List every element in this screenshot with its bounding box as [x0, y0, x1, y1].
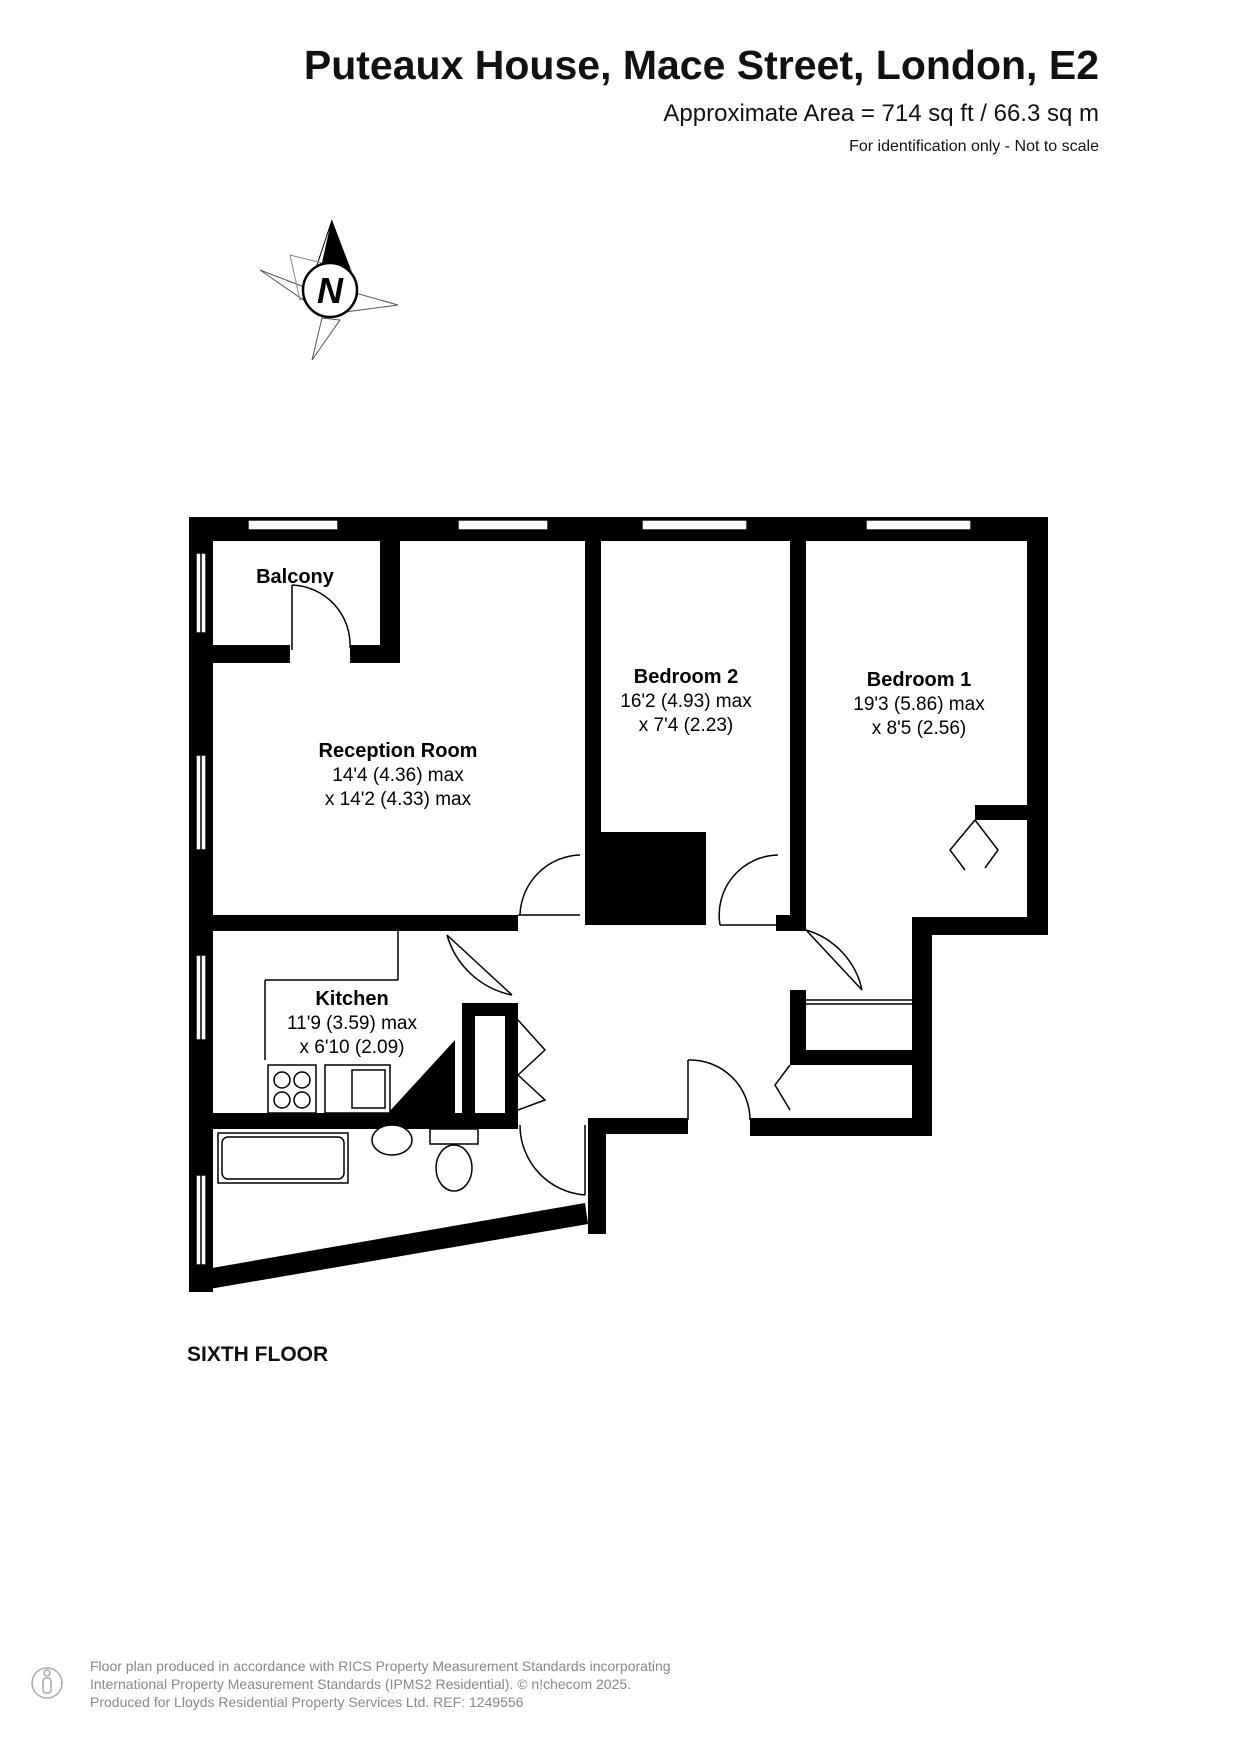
- compass-north-icon: N: [259, 219, 399, 361]
- windows: [195, 519, 972, 1266]
- bedroom-2-dim2: x 7'4 (2.23): [639, 715, 733, 736]
- bath-icon: [217, 1132, 349, 1184]
- reception-room-label: Reception Room: [319, 740, 478, 762]
- reception-room-dim1: 14'4 (4.36) max: [332, 765, 464, 786]
- footer-line-2: International Property Measurement Stand…: [90, 1676, 632, 1692]
- property-title: Puteaux House, Mace Street, London, E2: [303, 42, 1099, 88]
- bedroom-1-dim1: 19'3 (5.86) max: [853, 694, 985, 715]
- kitchen-fixtures: [264, 931, 399, 1114]
- approximate-area: Approximate Area = 714 sq ft / 66.3 sq m: [663, 100, 1099, 127]
- kitchen-label: Kitchen: [315, 988, 388, 1010]
- bedroom-2-label: Bedroom 2: [634, 666, 738, 688]
- reception-room-dim2: x 14'2 (4.33) max: [325, 789, 472, 810]
- kitchen-dim1: 11'9 (3.59) max: [287, 1013, 418, 1034]
- kitchen-sink-icon: [324, 1064, 391, 1114]
- scale-note: For identification only - Not to scale: [849, 138, 1099, 155]
- toilet-cistern-icon: [429, 1128, 479, 1145]
- compass-label: N: [317, 270, 344, 311]
- bedroom-1-label: Bedroom 1: [867, 669, 971, 691]
- footer-text: Floor plan produced in accordance with R…: [90, 1657, 671, 1711]
- kitchen-dim2: x 6'10 (2.09): [299, 1037, 404, 1058]
- bedroom-2-dim1: 16'2 (4.93) max: [620, 691, 752, 712]
- person-icon: [31, 1667, 63, 1699]
- doors: [291, 584, 999, 1196]
- floor-label: SIXTH FLOOR: [187, 1343, 329, 1366]
- bedroom-1-dim2: x 8'5 (2.56): [872, 718, 966, 739]
- bathroom-fixtures: [217, 1124, 479, 1192]
- balcony-label: Balcony: [256, 566, 335, 588]
- footer-line-1: Floor plan produced in accordance with R…: [90, 1658, 671, 1674]
- basin-icon: [371, 1124, 413, 1156]
- toilet-icon: [435, 1144, 473, 1192]
- hob-icon: [267, 1064, 317, 1114]
- footer-line-3: Produced for Lloyds Residential Property…: [90, 1694, 524, 1710]
- interior-walls: [210, 533, 1027, 1134]
